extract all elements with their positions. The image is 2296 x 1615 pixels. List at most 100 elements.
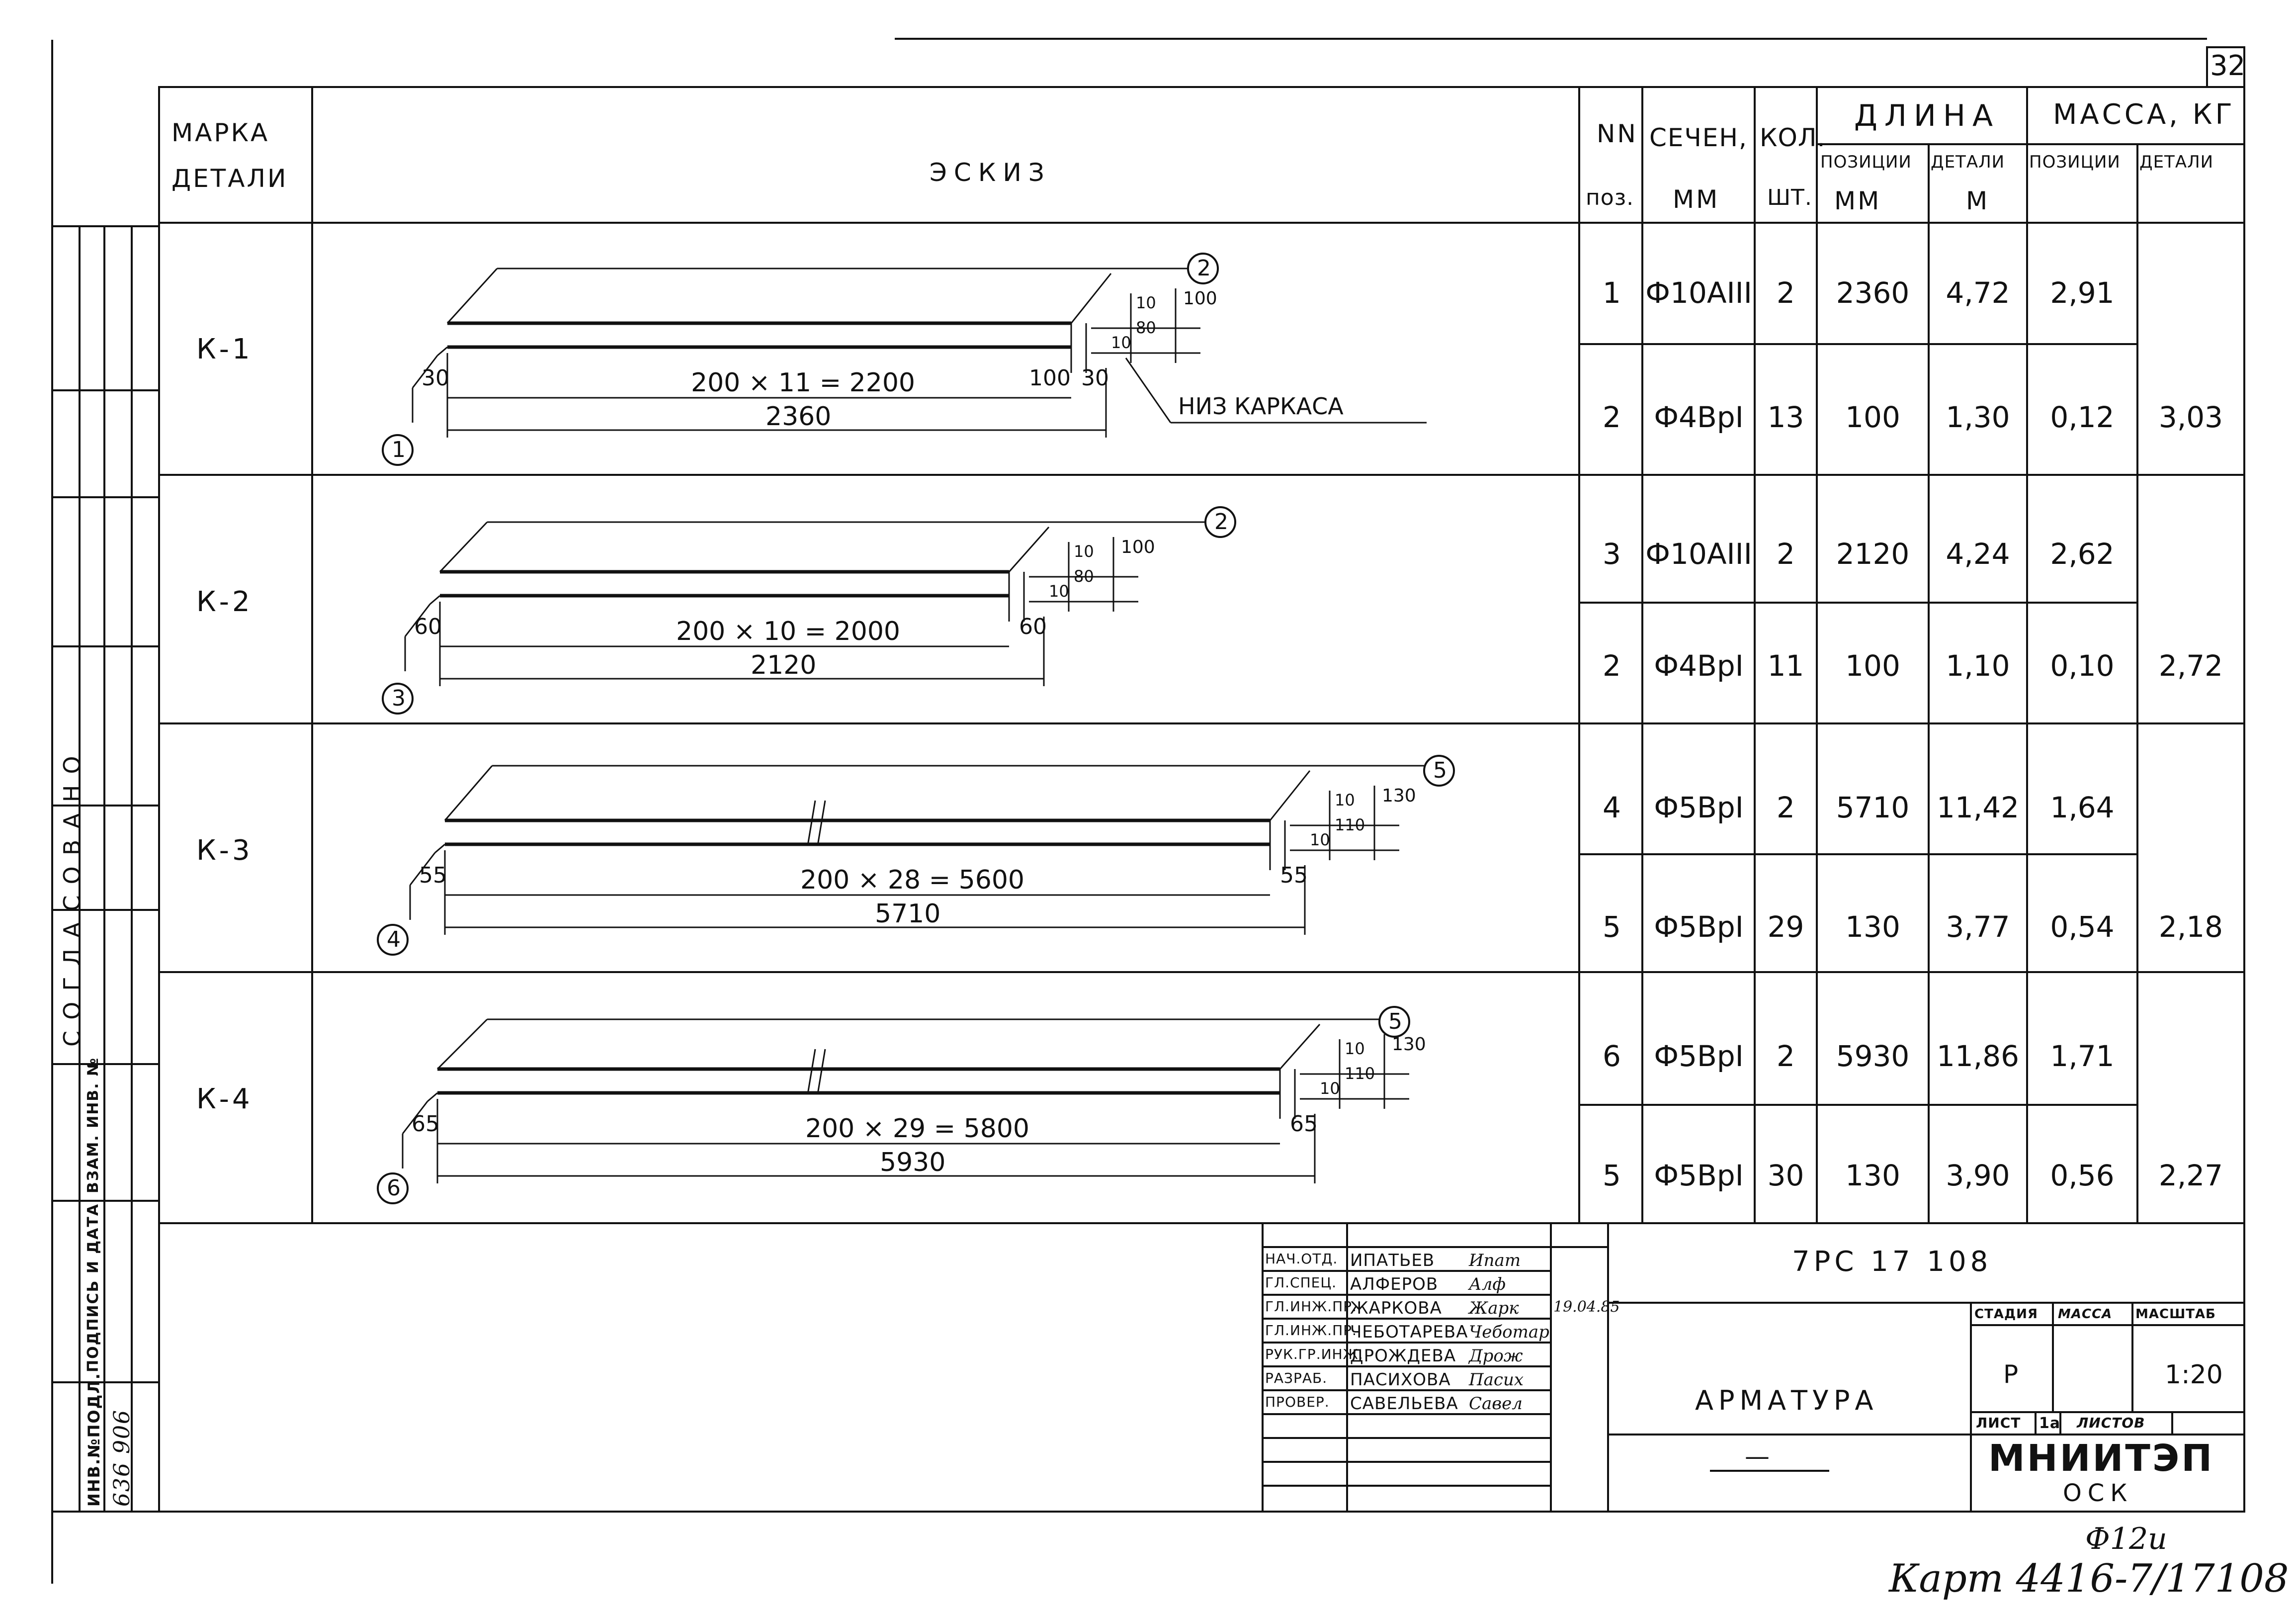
- sketch-dim-a: 10: [1136, 293, 1156, 312]
- cell-section: Ф10АIII: [1645, 276, 1752, 310]
- sketch-dim-b: 80: [1074, 567, 1094, 586]
- sketch-pitch: 200 × 10 = 2000: [676, 617, 901, 646]
- sketch-bottom-tag: 6: [387, 1175, 401, 1201]
- sketch-dim-a: 10: [1345, 1039, 1365, 1058]
- position-tag-circle: [382, 434, 414, 466]
- sketch-dim-a: 10: [1335, 791, 1355, 809]
- sketch-line: [412, 355, 438, 388]
- person-name: ЖАРКОВА: [1350, 1298, 1442, 1318]
- position-tag-circle: [1187, 253, 1219, 284]
- title-block-lines: [1262, 1223, 2244, 1512]
- position-tag-circle: [382, 683, 414, 715]
- cell-pos: 1: [1603, 276, 1621, 310]
- sketch-pitch: 200 × 29 = 5800: [805, 1114, 1030, 1144]
- cell-section: Ф5ВрI: [1654, 1039, 1744, 1073]
- sketch-lines: [377, 253, 1455, 1204]
- person-sign: Дрож: [1469, 1346, 1523, 1366]
- sketch-right-dim: 100: [1029, 365, 1071, 391]
- cell-len-pos: 5930: [1836, 1039, 1910, 1073]
- sketch-line: [427, 1092, 438, 1102]
- cell-qty: 29: [1767, 910, 1804, 944]
- title-block-stadia-label: СТАДИЯ: [1974, 1307, 2038, 1322]
- cell-section: Ф5ВрI: [1654, 910, 1744, 944]
- sketch-dim-b: 80: [1136, 318, 1156, 337]
- cell-mass-pos: 1,64: [2050, 791, 2115, 824]
- cell-pos: 5: [1603, 1159, 1621, 1192]
- cell-mass-pos: 0,10: [2050, 649, 2115, 683]
- sketch-dim-c: 10: [1049, 582, 1069, 601]
- cell-mass-pos: 0,56: [2050, 1159, 2115, 1192]
- cell-qty: 2: [1777, 791, 1795, 824]
- person-role: ГЛ.СПЕЦ.: [1265, 1274, 1337, 1291]
- detail-mark-k2: К-2: [196, 586, 253, 618]
- sketch-dim-h: 130: [1382, 786, 1416, 806]
- cell-qty: 30: [1767, 1159, 1804, 1192]
- sketch-dim-a: 10: [1074, 542, 1094, 561]
- cell-mass-pos: 1,71: [2050, 1039, 2115, 1073]
- sketch-line: [1279, 1024, 1321, 1070]
- sketch-line: [402, 1101, 428, 1134]
- cell-pos: 2: [1603, 649, 1621, 683]
- header-eskiz: ЭСКИЗ: [930, 158, 1051, 187]
- sketch-left-dim: 60: [414, 614, 442, 639]
- sketch-left-dim: 65: [412, 1111, 439, 1137]
- person-name: ЧЕБОТАРЕВА: [1350, 1322, 1468, 1342]
- cell-section: Ф4ВрI: [1654, 400, 1744, 434]
- cell-len-pos: 5710: [1836, 791, 1910, 824]
- title-block-list-value: 1а: [2039, 1415, 2061, 1432]
- cell-len-pos: 100: [1845, 400, 1900, 434]
- detail-mark-k4: К-4: [196, 1083, 253, 1115]
- cell-len-det: 4,24: [1946, 537, 2010, 571]
- sketch-line: [437, 346, 448, 357]
- header-kol-line2: ШТ.: [1767, 185, 1812, 210]
- cell-pos: 4: [1603, 791, 1621, 824]
- person-name: САВЕЛЬЕВА: [1350, 1394, 1458, 1414]
- sketch-right-dim2: 65: [1290, 1111, 1318, 1137]
- sketch-right-dim2: 30: [1081, 365, 1109, 391]
- position-tag-circle: [1204, 506, 1236, 538]
- cell-mass-detail: 2,72: [2158, 649, 2223, 683]
- sketch-dim-h: 100: [1121, 537, 1155, 557]
- sketch-bottom-tag: 4: [387, 927, 401, 952]
- person-sign: Алф: [1469, 1274, 1506, 1294]
- sketch-line: [429, 595, 440, 605]
- person-role: НАЧ.ОТД.: [1265, 1251, 1338, 1267]
- title-block-org: МНИИТЭП: [1988, 1437, 2214, 1480]
- title-block-listov-label: ЛИСТОВ: [2077, 1415, 2145, 1431]
- title-block-list-label: ЛИСТ: [1976, 1415, 2021, 1431]
- position-tag-circle: [377, 1172, 409, 1204]
- person-date: 19.04.85: [1553, 1298, 1620, 1316]
- header-massa-pos: ПОЗИЦИИ: [2029, 152, 2121, 172]
- cell-mass-pos: 2,91: [2050, 276, 2115, 310]
- header-massa-det: ДЕТАЛИ: [2139, 152, 2214, 172]
- title-block-stadia: Р: [2003, 1360, 2019, 1389]
- cell-len-pos: 130: [1845, 1159, 1900, 1192]
- sketch-total: 5710: [875, 899, 941, 929]
- sketch-dim-b: 110: [1345, 1064, 1375, 1083]
- sketch-right-dim2: 60: [1019, 614, 1047, 639]
- cell-qty: 2: [1777, 1039, 1795, 1073]
- person-sign: Чеботар: [1469, 1322, 1549, 1342]
- sketch-top-tag: 5: [1433, 758, 1447, 783]
- sketch-dim-h: 130: [1392, 1034, 1426, 1055]
- title-block-massa-label: МАССА: [2058, 1307, 2113, 1322]
- person-role: РАЗРАБ.: [1265, 1370, 1328, 1386]
- cell-mass-pos: 0,12: [2050, 400, 2115, 434]
- detail-mark-k1: К-1: [196, 333, 253, 365]
- detail-mark-k3: К-3: [196, 834, 253, 867]
- sheet-number: 32: [2210, 50, 2246, 82]
- title-block-dash: —: [1745, 1442, 1770, 1471]
- cell-section: Ф5ВрI: [1654, 791, 1744, 824]
- sketch-line: [439, 521, 488, 573]
- cell-mass-detail: 2,18: [2158, 910, 2223, 944]
- cell-len-pos: 2120: [1836, 537, 1910, 571]
- sketch-bottom-tag: 1: [392, 437, 406, 462]
- person-role: РУК.ГР.ИНЖ.: [1265, 1346, 1363, 1362]
- header-kol-line1: КОЛ.: [1760, 123, 1826, 152]
- margin-vzam-inv: ВЗАМ. ИНВ. №: [85, 1057, 102, 1193]
- sketch-dim-c: 10: [1310, 830, 1330, 849]
- sketch-line: [1070, 273, 1112, 324]
- person-role: ГЛ.ИНЖ.ПР.: [1265, 1322, 1357, 1339]
- sketch-dim-c: 10: [1111, 333, 1131, 352]
